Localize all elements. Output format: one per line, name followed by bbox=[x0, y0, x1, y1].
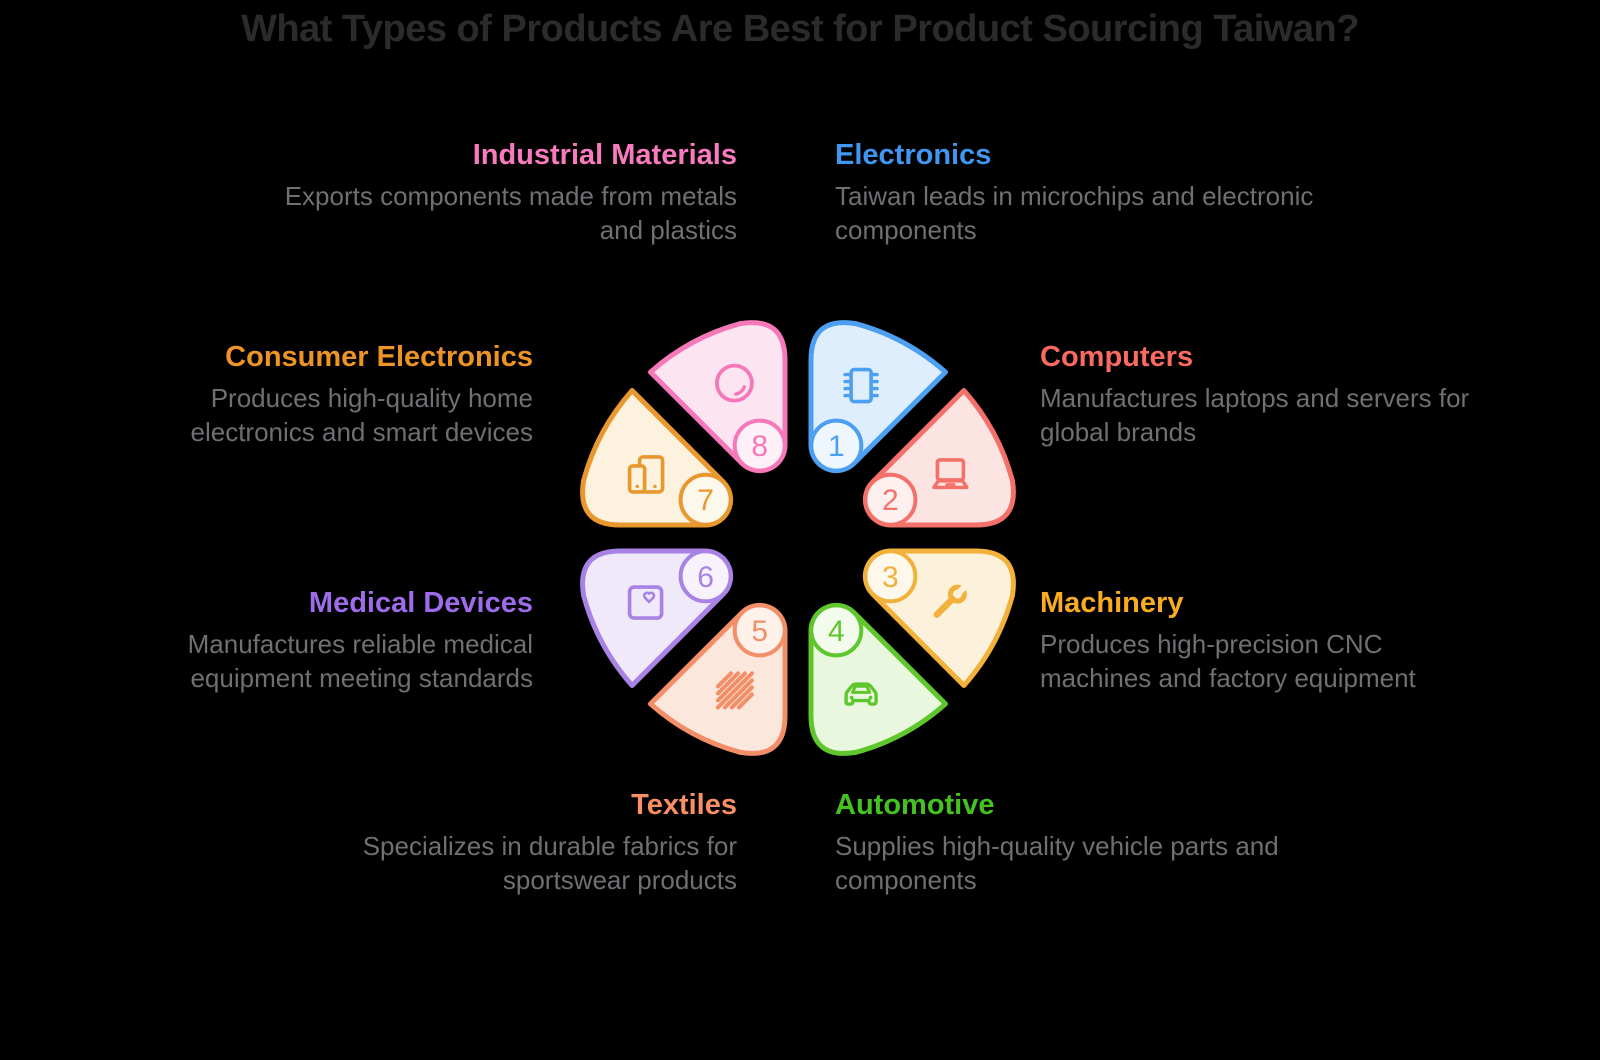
segment-heading: Computers bbox=[1040, 341, 1194, 373]
segment-number: 5 bbox=[751, 615, 768, 648]
sphere-icon bbox=[715, 363, 754, 403]
page-title: What Types of Products Are Best for Prod… bbox=[241, 8, 1359, 50]
segment-description: Produces high-precision CNC machines and… bbox=[1040, 629, 1416, 693]
segment-heading: Automotive bbox=[835, 789, 995, 821]
label-block-industrial-materials: Industrial Materials Exports components … bbox=[267, 138, 737, 247]
segment-wheel: 1 2 3 4 5 6 7 8 bbox=[580, 320, 1016, 756]
label-block-textiles: Textiles Specializes in durable fabrics … bbox=[267, 788, 737, 897]
segment-number: 6 bbox=[697, 561, 714, 594]
number-badge-4 bbox=[809, 603, 864, 658]
number-badge-2 bbox=[863, 472, 918, 527]
segment-heading: Textiles bbox=[631, 789, 737, 821]
segment-heading: Consumer Electronics bbox=[225, 341, 533, 373]
segment-heading: Industrial Materials bbox=[472, 139, 737, 171]
number-badge-1 bbox=[809, 418, 864, 473]
segment-number: 7 bbox=[697, 484, 714, 517]
segment-description: Produces high-quality home electronics a… bbox=[190, 383, 533, 447]
segment-number: 3 bbox=[882, 561, 899, 594]
label-block-computers: Computers Manufactures laptops and serve… bbox=[1040, 340, 1490, 449]
segment-number: 1 bbox=[828, 430, 845, 463]
segment-number: 8 bbox=[751, 430, 768, 463]
car-icon bbox=[844, 682, 878, 706]
segment-heading: Medical Devices bbox=[308, 587, 533, 619]
segment-heading: Machinery bbox=[1040, 587, 1184, 619]
label-block-electronics: Electronics Taiwan leads in microchips a… bbox=[835, 138, 1395, 247]
laptop-icon bbox=[932, 458, 969, 490]
segment-description: Supplies high-quality vehicle parts and … bbox=[835, 831, 1279, 895]
segment-description: Manufactures laptops and servers for glo… bbox=[1040, 383, 1470, 447]
number-badge-5 bbox=[732, 603, 787, 658]
devices-icon bbox=[627, 455, 665, 494]
number-badge-6 bbox=[678, 549, 733, 604]
fabric-icon bbox=[715, 671, 754, 710]
segment-heading: Electronics bbox=[835, 139, 992, 171]
number-badge-8 bbox=[732, 418, 787, 473]
wrench-icon bbox=[933, 582, 969, 618]
number-badge-7 bbox=[678, 472, 733, 527]
label-block-consumer-electronics: Consumer Electronics Produces high-quali… bbox=[113, 340, 533, 449]
segment-description: Specializes in durable fabrics for sport… bbox=[362, 831, 737, 895]
label-block-automotive: Automotive Supplies high-quality vehicle… bbox=[835, 788, 1365, 897]
segment-number: 2 bbox=[882, 484, 899, 517]
segment-description: Exports components made from metals and … bbox=[284, 181, 737, 245]
number-badge-3 bbox=[863, 549, 918, 604]
label-block-machinery: Machinery Produces high-precision CNC ma… bbox=[1040, 586, 1470, 695]
segment-description: Taiwan leads in microchips and electroni… bbox=[835, 181, 1314, 245]
segment-description: Manufactures reliable medical equipment … bbox=[187, 629, 533, 693]
label-block-medical-devices: Medical Devices Manufactures reliable me… bbox=[113, 586, 533, 695]
medical-box-icon bbox=[627, 585, 664, 620]
microchip-icon bbox=[843, 367, 879, 404]
segment-number: 4 bbox=[828, 615, 845, 648]
